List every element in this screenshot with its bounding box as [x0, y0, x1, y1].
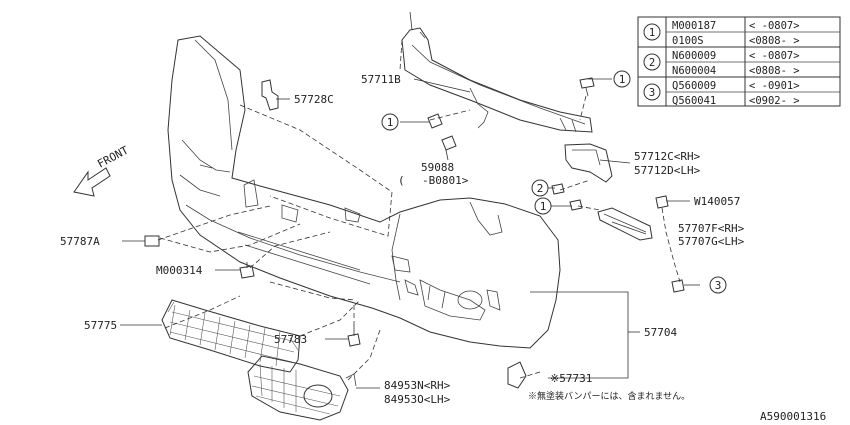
- table-range: <0808- >: [749, 35, 800, 47]
- label-57775: 57775: [84, 319, 117, 332]
- label-59088-open: (: [398, 174, 405, 187]
- table-part: N600009: [672, 50, 716, 62]
- upper-beam-57711b: [401, 11, 593, 133]
- diagram-id: A590001316: [760, 410, 826, 423]
- table-range: < -0901>: [749, 80, 800, 92]
- callout-1: 1: [387, 116, 394, 129]
- table-range: <0808- >: [749, 65, 800, 77]
- label-w140057: W140057: [694, 195, 740, 208]
- table-range: <0902- >: [749, 95, 800, 107]
- label-59088: 59088: [421, 161, 454, 174]
- table-part: Q560041: [672, 95, 716, 107]
- reference-table: 1 2 3 M000187 < -0807> 0100S <0808- > N6…: [637, 16, 841, 107]
- table-key-1: 1: [649, 27, 655, 39]
- tow-cover-57731: [507, 361, 527, 389]
- leader-lines: [120, 78, 700, 389]
- label-57704: 57704: [644, 326, 677, 339]
- assembly-lines: [157, 39, 681, 381]
- label-84953n: 84953N<RH>: [384, 379, 451, 392]
- table-range: < -0807>: [749, 20, 800, 32]
- fasteners: [144, 77, 685, 347]
- label-57712c: 57712C<RH>: [634, 150, 701, 163]
- label-57787a: 57787A: [60, 235, 100, 248]
- callout-1: 1: [619, 73, 626, 86]
- bumper-face-57704: [167, 35, 561, 349]
- callout-2: 2: [537, 182, 544, 195]
- grille-57775: [161, 299, 301, 373]
- table-key-2: 2: [649, 57, 655, 69]
- footnote: ※無塗装バンパーには、含まれません。: [528, 390, 690, 402]
- label-57728c: 57728C: [294, 93, 334, 106]
- label-57731: ※57731: [550, 372, 592, 385]
- callouts: 1 1 2 1 3: [381, 70, 727, 294]
- table-part: Q560009: [672, 80, 716, 92]
- label-57707f: 57707F<RH>: [678, 222, 745, 235]
- bracket-57728c: [261, 79, 279, 111]
- callout-3: 3: [715, 279, 722, 292]
- fog-cover-84953n: [247, 355, 357, 421]
- label-57711b: 57711B: [361, 73, 401, 86]
- slide-bracket-57707f: [597, 207, 653, 241]
- label-m000314: M000314: [156, 264, 203, 277]
- part-labels: 57711B 57728C 59088 ( -B0801> 57712C<RH>…: [60, 73, 745, 406]
- label-84953o: 84953O<LH>: [384, 393, 451, 406]
- front-label: FRONT: [95, 143, 131, 170]
- side-bracket-57712c: [564, 143, 613, 183]
- table-part: M000187: [672, 20, 716, 32]
- table-part: 0100S: [672, 35, 704, 47]
- label-57712d: 57712D<LH>: [634, 164, 701, 177]
- table-range: < -0807>: [749, 50, 800, 62]
- callout-1: 1: [540, 200, 547, 213]
- table-part: N600004: [672, 65, 716, 77]
- label-57783: 57783: [274, 333, 307, 346]
- front-arrow: FRONT: [73, 143, 131, 197]
- label-59088-range: -B0801>: [422, 174, 469, 187]
- label-57707g: 57707G<LH>: [678, 235, 745, 248]
- table-key-3: 3: [649, 87, 655, 99]
